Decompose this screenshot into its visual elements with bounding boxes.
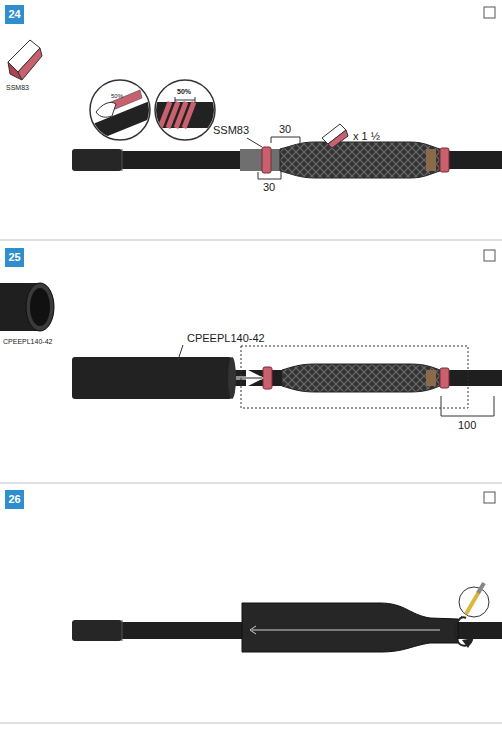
part-name: CPEEPL140-42 — [2, 338, 53, 345]
dimension-bracket — [271, 137, 300, 143]
sleeve-icon — [0, 283, 54, 331]
detail-circle — [175, 97, 176, 103]
part-name: CPEEPL140-42 — [186, 333, 266, 344]
cable — [426, 370, 436, 386]
cable — [122, 620, 123, 641]
cable — [72, 620, 122, 641]
detail-circle — [150, 80, 220, 140]
heat-shrink-sleeve — [236, 378, 262, 379]
dimension-bracket — [241, 346, 494, 416]
overlap-note: 50% — [176, 88, 192, 95]
heat-shrink-sleeve — [228, 357, 236, 399]
torch-icon — [466, 590, 480, 614]
detail-circle — [175, 100, 195, 101]
panel-frame — [484, 492, 495, 503]
overlap-note: 50% — [110, 93, 124, 99]
dimension-bracket — [258, 172, 281, 179]
torch-icon — [458, 616, 462, 622]
step-number-text: 26 — [8, 494, 20, 505]
quantity-note: x 1 ½ — [352, 131, 381, 142]
cable — [263, 367, 272, 389]
heat-shrink-sleeve — [72, 345, 262, 399]
tape-icon — [8, 40, 42, 80]
sleeve-icon — [30, 288, 50, 326]
panel-frame — [0, 7, 502, 723]
step-number-text: 24 — [8, 9, 20, 20]
dimension-bracket — [441, 396, 494, 416]
tape-icon-small — [322, 124, 348, 148]
cable — [240, 149, 280, 171]
detail-circle — [150, 97, 220, 128]
cable — [262, 147, 271, 173]
step-number: 25 — [5, 248, 24, 267]
cable — [282, 364, 440, 392]
cable — [426, 149, 436, 171]
part-name: SSM83 — [5, 84, 30, 91]
torch-icon — [459, 587, 489, 617]
step-number-text: 25 — [8, 252, 20, 263]
detail-circle — [96, 102, 116, 117]
detail-circle — [88, 90, 152, 144]
detail-circle — [195, 97, 196, 103]
shrunk-sleeve — [462, 638, 474, 648]
heat-shrink-sleeve — [236, 377, 262, 380]
panel-frame — [484, 7, 495, 18]
detail-circle — [150, 102, 220, 128]
torch-icon — [458, 583, 489, 622]
shrunk-sleeve — [250, 626, 256, 634]
dimension: 30 — [278, 124, 292, 135]
dimension-bracket — [247, 137, 300, 179]
tape-icon-small — [328, 130, 348, 148]
sleeve-icon — [0, 283, 54, 331]
dimension-bracket — [247, 138, 262, 147]
shrunk-sleeve — [242, 603, 458, 652]
panel-frame — [0, 240, 502, 241]
cable — [440, 148, 449, 172]
dimension-bracket — [241, 346, 468, 408]
shrunk-sleeve — [242, 603, 474, 652]
heat-shrink-sleeve — [72, 357, 232, 399]
shrunk-sleeve — [252, 629, 440, 630]
panel-frame — [484, 250, 495, 261]
step-number: 26 — [5, 490, 24, 509]
sleeve-icon — [26, 283, 54, 331]
cable — [122, 149, 123, 171]
tape-icon — [18, 48, 42, 80]
detail-circle — [88, 80, 152, 144]
cable — [280, 142, 440, 178]
panel-frame — [0, 483, 502, 484]
cable — [72, 142, 502, 178]
detail-circle — [160, 102, 194, 128]
torch-icon — [478, 583, 484, 593]
part-name: SSM83 — [212, 125, 250, 136]
cable — [232, 364, 502, 392]
dimension: 100 — [457, 420, 477, 431]
cable — [440, 368, 449, 388]
heat-shrink-sleeve — [178, 345, 183, 360]
panel-frame — [0, 723, 502, 724]
cable — [72, 149, 122, 171]
dimension: 30 — [262, 182, 276, 193]
step-number: 24 — [5, 5, 24, 24]
